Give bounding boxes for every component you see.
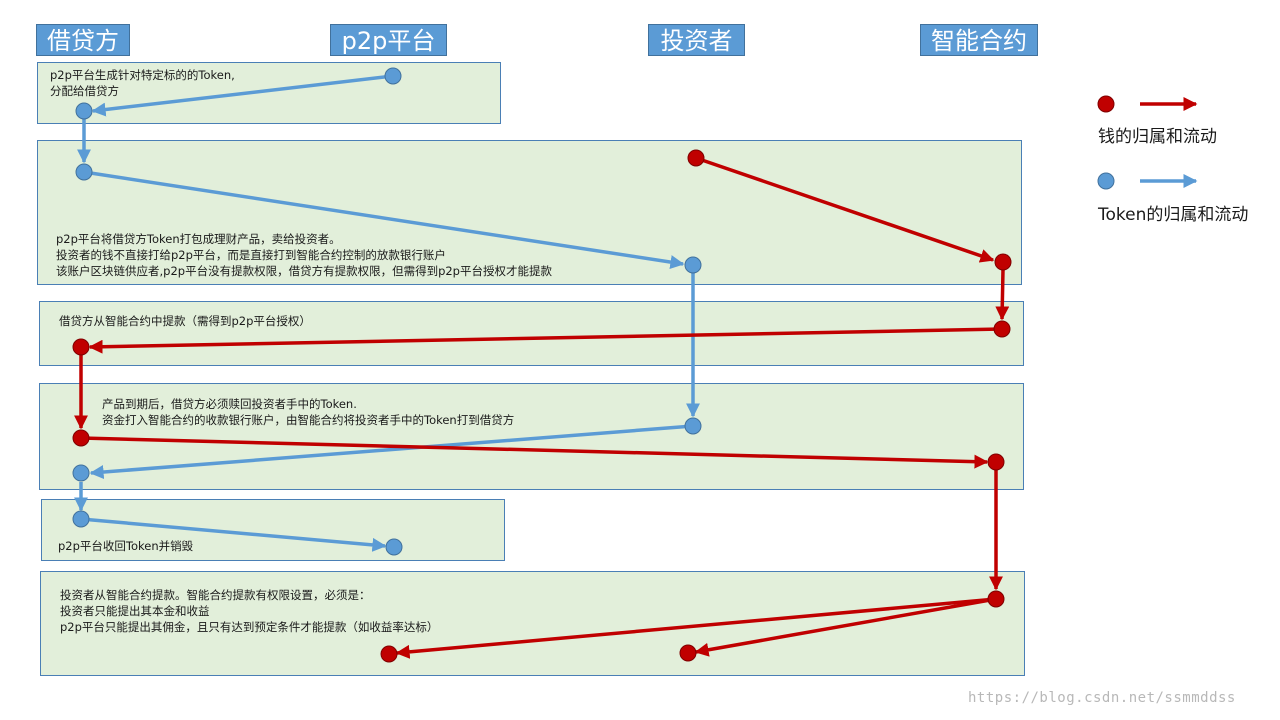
token-node: [684, 256, 702, 274]
money-node: [993, 320, 1011, 338]
note-step1: p2p平台生成针对特定标的的Token, 分配给借贷方: [50, 68, 235, 98]
money-arrow-contract-to-borrower: [88, 327, 1003, 354]
token-node: [75, 102, 93, 120]
header-borrower: 借贷方: [36, 24, 130, 56]
token-flows: [74, 74, 700, 552]
note-step2: p2p平台将借贷方Token打包成理财产品，卖给投资者。 投资者的钱不直接打给p…: [56, 232, 552, 278]
token-nodes: [72, 67, 702, 556]
watermark: https://blog.csdn.net/ssmmddss: [968, 690, 1236, 706]
token-legend-dot: [1097, 172, 1115, 190]
token-node: [72, 464, 90, 482]
note-step5: p2p平台收回Token并销毁: [58, 539, 194, 553]
header-platform: p2p平台: [330, 24, 447, 56]
legend-money-label: 钱的归属和流动: [1098, 127, 1217, 147]
note-step6: 投资者从智能合约提款。智能合约提款有权限设置，必须是： 投资者只能提出其本金和收…: [60, 588, 439, 634]
note-step3: 借贷方从智能合约中提款（需得到p2p平台授权）: [59, 314, 311, 328]
token-node: [384, 67, 402, 85]
token-node: [75, 163, 93, 181]
money-node: [679, 644, 697, 662]
money-node: [987, 590, 1005, 608]
lane-step5: [41, 499, 505, 561]
money-nodes: [72, 149, 1012, 663]
token-arrow-borrower-to-platform: [80, 517, 387, 552]
token-node: [385, 538, 403, 556]
money-node: [687, 149, 705, 167]
note-step4: 产品到期后，借贷方必须赎回投资者手中的Token. 资金打入智能合约的收款银行账…: [102, 397, 515, 427]
legend-money: [1097, 95, 1198, 113]
money-arrow-investor-to-contract: [695, 156, 995, 263]
header-investor: 投资者: [648, 24, 745, 56]
money-node: [72, 338, 90, 356]
money-arrow-contract-to-investor: [694, 597, 997, 657]
money-flows: [74, 156, 1010, 659]
legend-token: [1097, 172, 1198, 190]
money-node: [987, 453, 1005, 471]
money-legend-dot: [1097, 95, 1115, 113]
token-arrow-investor-to-borrower: [89, 424, 694, 479]
token-node: [684, 417, 702, 435]
money-node: [380, 645, 398, 663]
lane-step1: [37, 62, 501, 124]
token-arrow-borrower-to-investor: [83, 170, 685, 270]
money-node: [994, 253, 1012, 271]
token-node: [72, 510, 90, 528]
lane-step3: [39, 301, 1024, 366]
money-arrow-borrower-to-contract: [80, 436, 989, 469]
money-node: [72, 429, 90, 447]
legend-token-label: Token的归属和流动: [1098, 205, 1249, 225]
token-arrow-platform-to-borrower: [91, 74, 394, 117]
header-contract: 智能合约: [920, 24, 1038, 56]
money-arrow-contract-down: [995, 269, 1010, 321]
lane-step4: [39, 383, 1024, 490]
money-arrow-contract-to-platform: [395, 597, 997, 659]
